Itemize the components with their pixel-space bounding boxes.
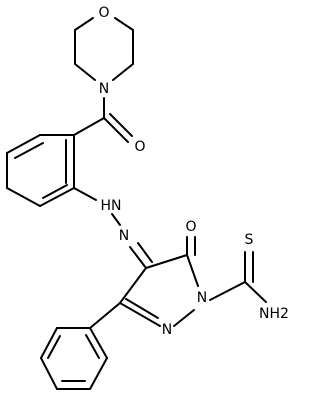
atom-label-morpholine-nitrogen: N — [99, 81, 109, 97]
bond — [173, 309, 195, 327]
bond — [40, 357, 58, 390]
atom-label-hydrazone-nh: HN — [101, 198, 122, 214]
bond — [119, 302, 161, 327]
bond — [119, 267, 147, 304]
atom-labels: O N O HN N O N N S NH2 — [98, 5, 288, 338]
bond — [244, 281, 267, 303]
bond — [103, 117, 129, 143]
atom-label-ring-n1: N — [197, 290, 207, 306]
bond-lines — [6, 17, 267, 390]
atom-label-ring-n2: N — [162, 322, 172, 338]
bond — [85, 334, 100, 359]
bond — [89, 357, 108, 390]
bond — [74, 17, 94, 31]
bond — [73, 117, 105, 136]
bond — [74, 63, 96, 81]
bond — [73, 187, 97, 201]
bond — [186, 254, 199, 287]
bond — [114, 17, 134, 31]
bond — [145, 254, 188, 269]
bond — [47, 335, 61, 359]
bond — [137, 242, 153, 263]
bond — [89, 327, 108, 359]
bond — [6, 134, 41, 154]
bond — [89, 302, 121, 329]
chemical-structure: O N O HN N O N N S NH2 — [6, 5, 289, 390]
bond — [209, 281, 246, 301]
atom-label-thio-sulfur: S — [245, 232, 254, 248]
bond — [39, 187, 75, 207]
atom-label-morpholine-oxygen: O — [98, 5, 109, 21]
bond — [14, 142, 44, 159]
bond — [112, 63, 134, 81]
atom-label-amide-nh2: NH2 — [259, 306, 289, 322]
atom-label-pyrazolone-oxygen: O — [185, 219, 196, 235]
bond — [109, 113, 133, 137]
bond — [129, 246, 147, 269]
atom-label-hydrazone-n: N — [119, 228, 129, 244]
atom-label-carbonyl-oxygen: O — [134, 139, 145, 155]
bond — [6, 187, 41, 207]
bond — [111, 213, 121, 226]
bond — [42, 184, 68, 199]
bond — [125, 298, 159, 319]
bond — [40, 327, 58, 359]
